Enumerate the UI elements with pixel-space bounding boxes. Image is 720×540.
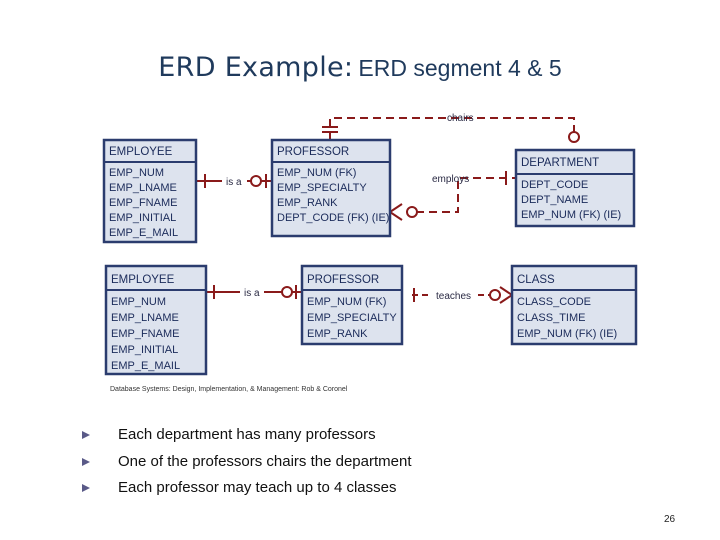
- entity-employee-top: EMPLOYEE EMP_NUM EMP_LNAME EMP_FNAME EMP…: [102, 138, 198, 244]
- relationship-is-a-top-label: is a: [226, 177, 242, 188]
- entity-attribute: EMP_E_MAIL: [109, 227, 178, 239]
- entity-employee-bottom: EMPLOYEE EMP_NUM EMP_LNAME EMP_FNAME EMP…: [104, 264, 208, 376]
- bullet-list: Each department has many professors One …: [82, 426, 412, 506]
- entity-attribute: EMP_RANK: [277, 197, 338, 209]
- entity-name: PROFESSOR: [307, 274, 379, 286]
- slide-title: ERD Example: ERD segment 4 & 5: [0, 52, 720, 83]
- bullet-text: Each professor may teach up to 4 classes: [118, 479, 397, 496]
- erd-diagram: chairs is a employs is a teaches EMPLOYE…: [102, 113, 638, 376]
- slide-title-sub: ERD segment 4 & 5: [358, 55, 562, 81]
- entity-name: DEPARTMENT: [521, 157, 599, 169]
- relationship-employs-label: employs: [432, 174, 469, 185]
- bullet-item: Each professor may teach up to 4 classes: [82, 479, 412, 506]
- entity-attribute: EMP_E_MAIL: [111, 360, 180, 372]
- entity-attribute: EMP_NUM: [109, 167, 164, 179]
- entity-attribute: EMP_INITIAL: [111, 344, 178, 356]
- entity-professor-top: PROFESSOR EMP_NUM (FK) EMP_SPECIALTY EMP…: [270, 138, 392, 238]
- entity-attribute: EMP_NUM (FK): [277, 167, 356, 179]
- bullet-item: One of the professors chairs the departm…: [82, 453, 412, 480]
- chairs-line: [329, 117, 575, 140]
- entity-attribute: EMP_RANK: [307, 328, 368, 340]
- entity-attribute: EMP_NUM (FK) (IE): [521, 209, 621, 221]
- entity-attribute: DEPT_NAME: [521, 194, 588, 206]
- relationship-is-a-bottom-label: is a: [244, 288, 260, 299]
- entity-class: CLASS CLASS_CODE CLASS_TIME EMP_NUM (FK)…: [510, 264, 638, 346]
- entity-attribute: EMP_LNAME: [109, 182, 177, 194]
- entity-attribute: EMP_SPECIALTY: [307, 312, 397, 324]
- relationship-chairs-label: chairs: [447, 113, 474, 124]
- bullet-item: Each department has many professors: [82, 426, 412, 453]
- entity-attribute: DEPT_CODE: [521, 179, 588, 191]
- entity-attribute: EMP_FNAME: [109, 197, 177, 209]
- entity-name: PROFESSOR: [277, 146, 349, 158]
- relationship-teaches-label: teaches: [436, 291, 471, 302]
- entity-attribute: DEPT_CODE (FK) (IE): [277, 212, 389, 224]
- entity-department: DEPARTMENT DEPT_CODE DEPT_NAME EMP_NUM (…: [514, 148, 636, 228]
- triangle-bullet-icon: [82, 431, 90, 439]
- entity-professor-bottom: PROFESSOR EMP_NUM (FK) EMP_SPECIALTY EMP…: [300, 264, 404, 346]
- employs-line: [408, 177, 520, 213]
- triangle-bullet-icon: [82, 457, 90, 466]
- entity-name: EMPLOYEE: [111, 274, 175, 286]
- bullet-text: Each department has many professors: [118, 426, 376, 443]
- triangle-bullet-icon: [82, 484, 90, 492]
- entity-attribute: EMP_NUM (FK): [307, 296, 386, 308]
- entity-name: EMPLOYEE: [109, 146, 173, 158]
- entity-attribute: EMP_INITIAL: [109, 212, 176, 224]
- entity-attribute: CLASS_CODE: [517, 296, 591, 308]
- bullet-text: One of the professors chairs the departm…: [118, 452, 412, 470]
- page-number: 26: [664, 514, 676, 525]
- entity-name: CLASS: [517, 274, 555, 286]
- entity-attribute: EMP_SPECIALTY: [277, 182, 367, 194]
- entity-attribute: EMP_LNAME: [111, 312, 179, 324]
- entity-attribute: CLASS_TIME: [517, 312, 585, 324]
- source-caption: Database Systems: Design, Implementation…: [110, 386, 348, 393]
- entity-attribute: EMP_NUM (FK) (IE): [517, 328, 617, 340]
- entity-attribute: EMP_FNAME: [111, 328, 179, 340]
- slide-title-main: ERD Example:: [158, 52, 354, 83]
- entity-attribute: EMP_NUM: [111, 296, 166, 308]
